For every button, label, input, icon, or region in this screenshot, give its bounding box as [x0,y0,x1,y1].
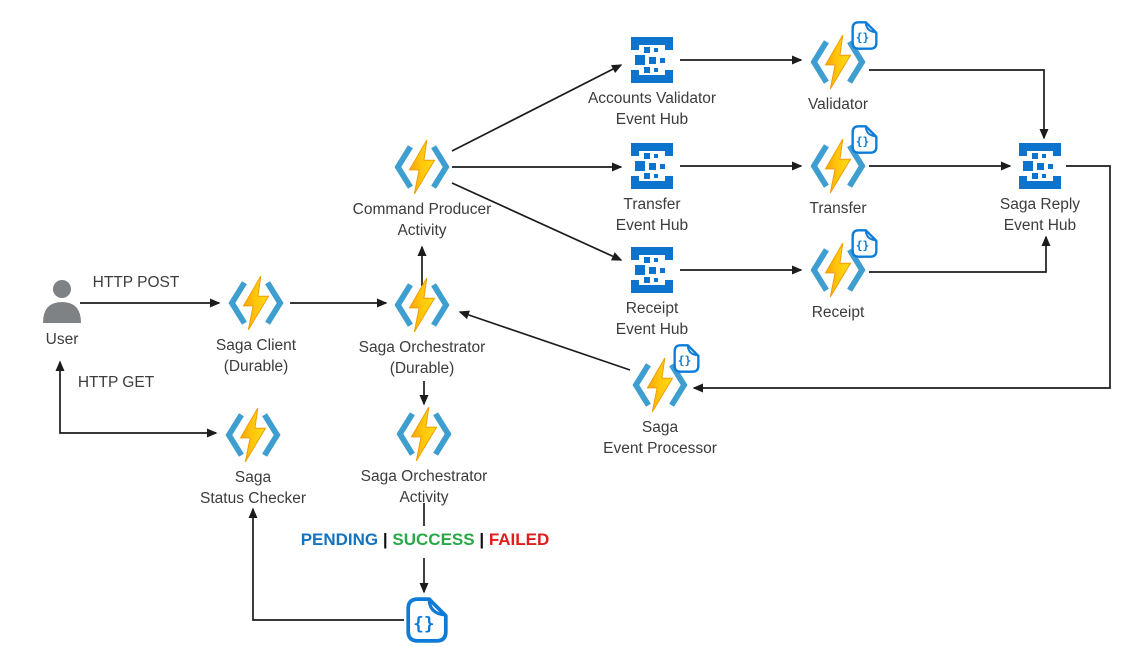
node-user: User [0,278,147,350]
azure-function-icon [225,276,287,330]
status-separator: | [382,530,388,549]
azure-function-icon [222,408,284,462]
http-get-label: HTTP GET [77,374,155,391]
node-validator: Validator [753,35,923,115]
node-command-producer-activity: Command Producer Activity [337,140,507,241]
edge-command-producer-to-receipt-hub [451,182,623,261]
node-label: Receipt Event Hub [615,300,689,338]
azure-function-icon [391,278,453,332]
node-transfer-event-hub: Transfer Event Hub [567,143,737,236]
node-label: User [45,331,79,348]
node-label: Saga Orchestrator Activity [360,468,488,506]
azure-function-icon [393,407,455,461]
node-transfer: Transfer [753,139,923,219]
event-hub-icon [1016,143,1064,189]
node-label: Saga Status Checker [200,469,306,507]
event-hub-icon [628,143,676,189]
status-success: SUCCESS [392,530,475,549]
node-label: Transfer Event Hub [615,196,689,234]
node-json-document [342,597,512,643]
saga-status-values: PENDING | SUCCESS | FAILED [294,530,556,550]
node-saga-event-processor: Saga Event Processor [575,358,745,459]
node-accounts-validator-event-hub: Accounts Validator Event Hub [567,37,737,130]
status-failed: FAILED [488,530,550,549]
node-receipt: Receipt [753,243,923,323]
node-label: Saga Event Processor [603,419,717,457]
edge-validator-to-saga-reply-hub [869,69,1049,140]
json-payload-badge-icon [673,344,700,373]
node-label: Saga Client (Durable) [215,337,297,375]
http-post-label: HTTP POST [92,274,180,291]
json-payload-badge-icon [851,21,878,50]
node-saga-orchestrator-activity: Saga Orchestrator Activity [339,407,509,508]
edge-saga-reply-hub-to-event-processor [692,165,1111,393]
node-label: Saga Orchestrator (Durable) [358,339,486,377]
node-label: Saga Reply Event Hub [999,196,1081,234]
event-hub-icon [628,37,676,83]
json-payload-badge-icon [851,125,878,154]
node-label: Receipt [811,304,865,321]
node-saga-orchestrator: Saga Orchestrator (Durable) [337,278,507,379]
event-hub-icon [628,247,676,293]
edge-user-http-get-status-checker [55,360,218,438]
node-saga-reply-event-hub: Saga Reply Event Hub [955,143,1125,236]
edge-event-processor-to-orchestrator [458,310,631,371]
node-label: Validator [807,96,869,113]
azure-function-icon [391,140,453,194]
edge-receipt-to-saga-reply-hub [869,235,1051,273]
node-label: Transfer [809,200,867,217]
edge-command-producer-to-accounts-validator-hub [451,64,623,152]
node-receipt-event-hub: Receipt Event Hub [567,247,737,340]
status-pending: PENDING [300,530,379,549]
node-label: Command Producer Activity [352,201,492,239]
json-document-icon [406,597,448,643]
node-label: Accounts Validator Event Hub [587,90,717,128]
node-saga-status-checker: Saga Status Checker [168,408,338,509]
json-payload-badge-icon [851,229,878,258]
edge-json-document-to-status-checker [248,507,404,621]
node-saga-client: Saga Client (Durable) [171,276,341,377]
status-separator: | [479,530,485,549]
user-icon [40,278,84,324]
